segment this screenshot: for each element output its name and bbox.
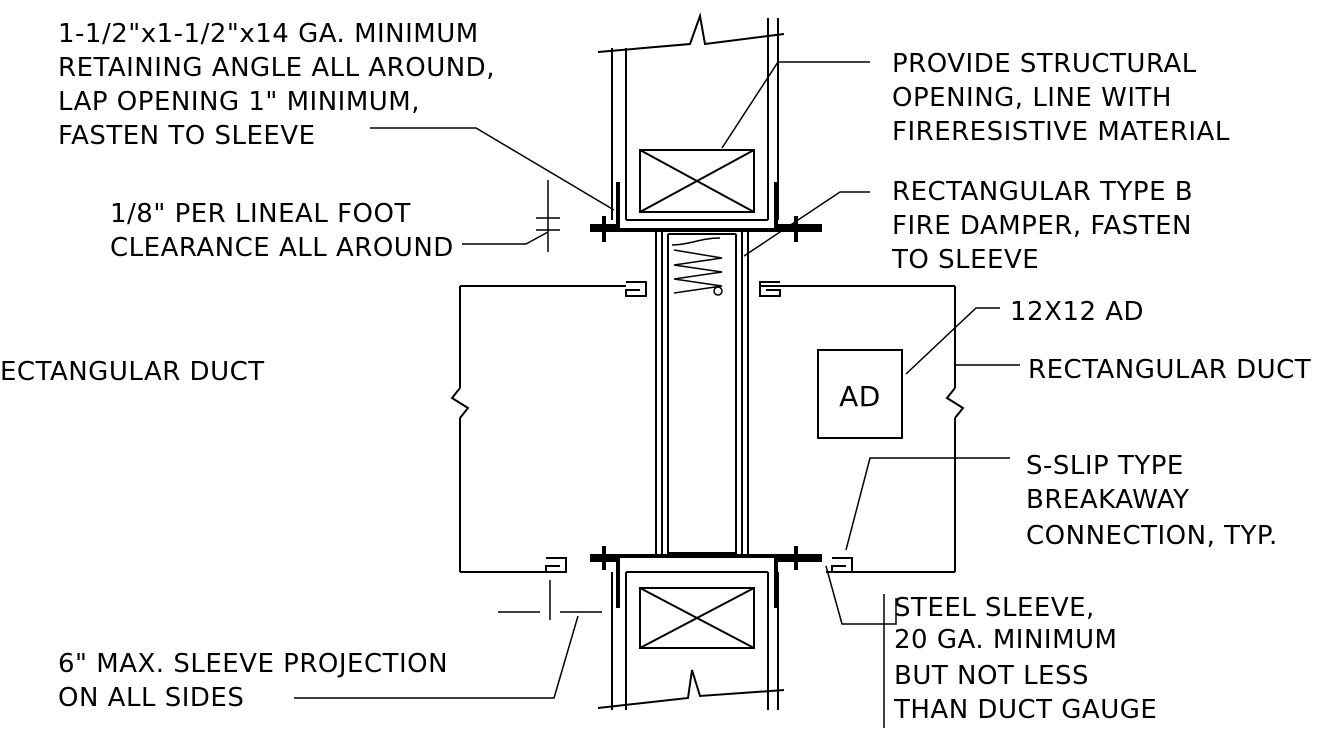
wall-bottom [597,571,785,710]
retaining-angles [590,182,822,608]
svg-text:FIRERESISTIVE MATERIAL: FIRERESISTIVE MATERIAL [892,117,1230,147]
svg-text:LAP OPENING 1" MINIMUM,: LAP OPENING 1" MINIMUM, [58,87,420,117]
svg-text:STEEL SLEEVE,: STEEL SLEEVE, [894,593,1095,623]
svg-text:RECTANGULAR DUCT: RECTANGULAR DUCT [1028,355,1311,385]
wall-top [597,12,785,221]
svg-text:20 GA. MINIMUM: 20 GA. MINIMUM [894,625,1117,655]
svg-text:S-SLIP TYPE: S-SLIP TYPE [1026,451,1184,481]
damper-spring [671,237,723,296]
duct-left [450,281,647,573]
projection-dimension [498,580,613,620]
note-access-door: 12X12 AD [1010,297,1144,327]
note-clearance: 1/8" PER LINEAL FOOT CLEARANCE ALL AROUN… [110,199,454,263]
svg-text:1-1/2"x1-1/2"x14 GA. MINIMUM: 1-1/2"x1-1/2"x14 GA. MINIMUM [58,19,479,49]
note-fire-damper: RECTANGULAR TYPE B FIRE DAMPER, FASTEN T… [891,177,1193,275]
svg-text:RETAINING ANGLE ALL AROUND,: RETAINING ANGLE ALL AROUND, [58,53,495,83]
clearance-dimension [536,180,560,252]
svg-text:TO SLEEVE: TO SLEEVE [891,245,1039,275]
svg-text:THAN DUCT GAUGE: THAN DUCT GAUGE [893,695,1157,725]
svg-text:6" MAX. SLEEVE PROJECTION: 6" MAX. SLEEVE PROJECTION [58,649,448,679]
note-retaining-angle: 1-1/2"x1-1/2"x14 GA. MINIMUM RETAINING A… [58,19,495,151]
access-door-tag: AD [839,380,881,413]
svg-text:BUT NOT LESS: BUT NOT LESS [894,661,1089,691]
access-door: AD [817,349,903,439]
svg-text:ON ALL SIDES: ON ALL SIDES [58,683,244,713]
steel-sleeve [655,232,749,556]
duct-right [759,281,965,573]
svg-text:12X12 AD: 12X12 AD [1010,297,1144,327]
svg-text:FASTEN TO SLEEVE: FASTEN TO SLEEVE [58,121,316,151]
svg-text:1/8" PER LINEAL FOOT: 1/8" PER LINEAL FOOT [110,199,411,229]
svg-text:CLEARANCE ALL AROUND: CLEARANCE ALL AROUND [110,233,454,263]
svg-text:BREAKAWAY: BREAKAWAY [1026,485,1190,515]
svg-text:OPENING, LINE WITH: OPENING, LINE WITH [892,83,1172,113]
note-steel-sleeve: STEEL SLEEVE, 20 GA. MINIMUM BUT NOT LES… [883,593,1157,728]
svg-text:CONNECTION, TYP.: CONNECTION, TYP. [1026,521,1278,551]
note-s-slip: S-SLIP TYPE BREAKAWAY CONNECTION, TYP. [1026,451,1278,551]
svg-text:FIRE DAMPER, FASTEN: FIRE DAMPER, FASTEN [892,211,1192,241]
note-sleeve-projection: 6" MAX. SLEEVE PROJECTION ON ALL SIDES [58,649,448,713]
note-duct-right: RECTANGULAR DUCT [1028,355,1311,385]
note-structural-opening: PROVIDE STRUCTURAL OPENING, LINE WITH FI… [892,49,1230,147]
svg-text:ECTANGULAR DUCT: ECTANGULAR DUCT [0,357,265,387]
note-duct-left: ECTANGULAR DUCT [0,357,265,387]
svg-text:PROVIDE STRUCTURAL: PROVIDE STRUCTURAL [892,49,1197,79]
svg-text:RECTANGULAR TYPE B: RECTANGULAR TYPE B [892,177,1193,207]
leader-lines [294,61,1020,699]
